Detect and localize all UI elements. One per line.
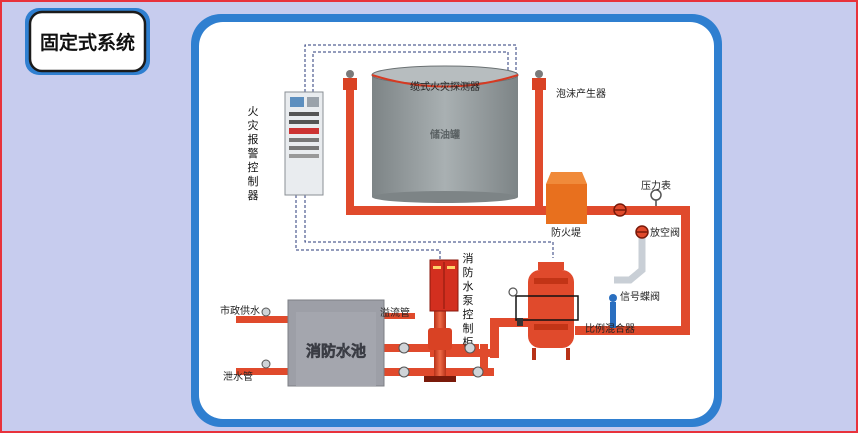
controller-char: 火 xyxy=(248,105,259,118)
controller-char: 报 xyxy=(248,132,259,146)
storage-tank xyxy=(371,65,519,203)
signal-butterfly-valve-label: 信号蝶阀 xyxy=(620,290,660,303)
overflow-pipe-label: 溢流管 xyxy=(380,306,410,319)
pump-control-cabinet xyxy=(429,259,459,312)
controller-char: 控 xyxy=(248,160,259,174)
pump-cabinet-char: 防 xyxy=(463,265,474,279)
fire-dike xyxy=(546,172,587,224)
pump-cabinet-char: 制 xyxy=(463,322,474,335)
pressure-gauge-icon xyxy=(650,189,662,206)
fire-alarm-controller xyxy=(284,91,324,196)
title-badge: 固定式系统 xyxy=(25,8,150,75)
foam-generator-label: 泡沫产生器 xyxy=(556,87,606,100)
municipal-water-label: 市政供水 xyxy=(220,304,260,317)
pressure-gauge-label: 压力表 xyxy=(641,179,671,192)
controller-char: 灾 xyxy=(248,118,259,132)
pump-cabinet-char: 消 xyxy=(463,251,474,265)
fire-dike-label: 防火堤 xyxy=(551,226,581,239)
fire-pump xyxy=(424,328,456,382)
pump-cabinet-char: 水 xyxy=(463,280,474,293)
controller-char: 制 xyxy=(248,175,259,188)
pump-control-cabinet-label: 消 防 水 泵 控 制 柜 xyxy=(463,251,474,349)
cable-detector-label: 缆式火灾探测器 xyxy=(410,80,480,93)
proportional-mixer xyxy=(508,262,579,360)
fire-alarm-controller-label: 火 灾 报 警 控 制 器 xyxy=(248,105,259,202)
line-valves xyxy=(261,307,484,378)
drain-pipe-label: 泄水管 xyxy=(223,370,253,383)
fire-pool-label: 消防水池 xyxy=(306,342,366,360)
foam-generator-icon xyxy=(343,70,546,90)
pump-cabinet-char: 柜 xyxy=(463,336,474,349)
signal-lines xyxy=(295,44,554,262)
pump-cabinet-char: 泵 xyxy=(463,294,474,307)
tank-label: 储油罐 xyxy=(429,128,460,141)
controller-char: 器 xyxy=(248,189,259,202)
controller-char: 警 xyxy=(248,146,259,160)
title-text: 固定式系统 xyxy=(40,31,135,54)
signal-butterfly-valve-icon xyxy=(609,294,617,328)
proportional-mixer-label: 比例混合器 xyxy=(585,322,635,335)
pump-cabinet-char: 控 xyxy=(463,307,474,321)
fire-water-pool xyxy=(287,299,385,387)
vent-valve-label: 放空阀 xyxy=(650,226,680,239)
vent-pipe xyxy=(614,238,646,284)
